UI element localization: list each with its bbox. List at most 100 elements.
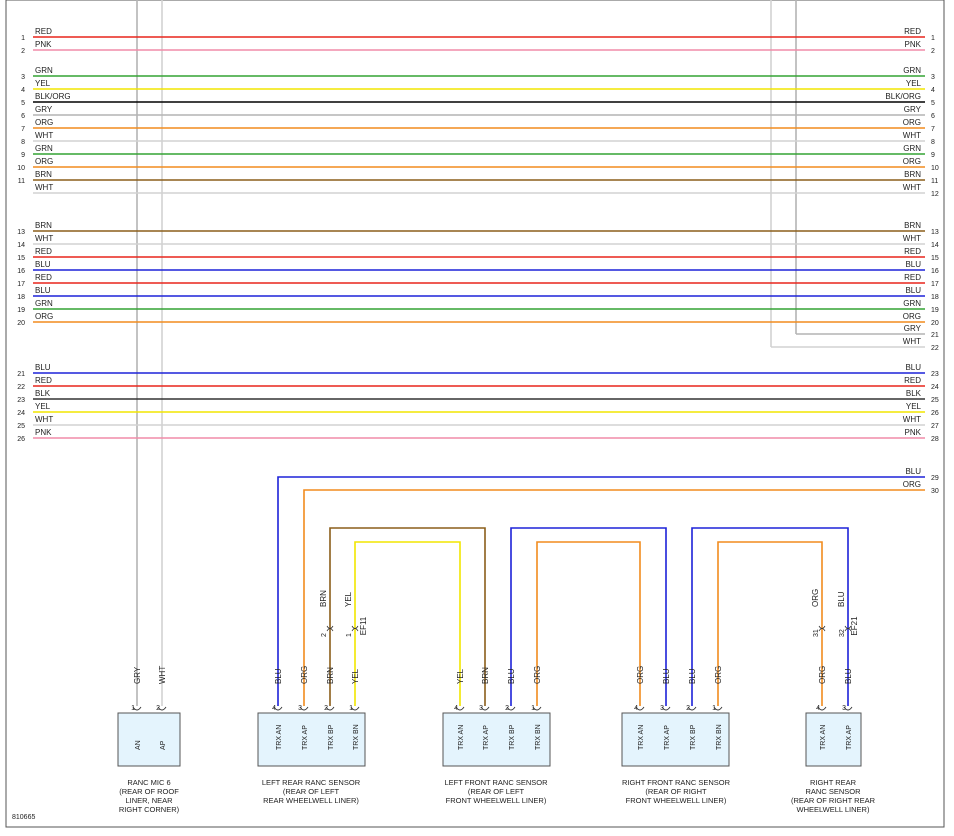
loop-org-wire xyxy=(536,541,641,706)
component-pin-terminal xyxy=(132,706,142,711)
component-pin-label: TRX AP xyxy=(664,725,671,750)
bundle-b-right-pin: 15 xyxy=(931,255,939,262)
extra-right-pin: 22 xyxy=(931,345,939,352)
component-wire-label: BLU xyxy=(662,668,671,684)
diagram-border xyxy=(5,0,945,828)
bundle-b-left-color: GRN xyxy=(35,299,53,308)
component-caption-line: RIGHT REAR xyxy=(810,778,857,787)
component-pin-label: TRX BN xyxy=(535,724,542,750)
component-wire-label: WHT xyxy=(158,666,167,684)
bundle-a-right-pin: 6 xyxy=(931,113,935,120)
component-pin-terminal xyxy=(506,706,516,711)
bundle-b-right-pin: 18 xyxy=(931,294,939,301)
component-caption-line: FRONT WHEELWELL LINER) xyxy=(446,796,547,805)
bundle-a-right-pin: 5 xyxy=(931,100,935,107)
component-caption-line: REAR WHEELWELL LINER) xyxy=(263,796,359,805)
component-caption-line: RANC SENSOR xyxy=(805,787,861,796)
component-pin-label: TRX AN xyxy=(820,725,827,750)
component-pin-label: AP xyxy=(160,740,167,750)
bundle-c-left-color: PNK xyxy=(35,428,52,437)
bundle-a-left-pin: 2 xyxy=(21,48,25,55)
bundle-c-left-pin: 23 xyxy=(17,397,25,404)
component-pin-label: TRX AP xyxy=(846,725,853,750)
extra-right-pin: 21 xyxy=(931,332,939,339)
bundle-b-right-pin: 16 xyxy=(931,268,939,275)
bundle-a-left-pin: 7 xyxy=(21,126,25,133)
bundle-a-left-color: ORG xyxy=(35,157,53,166)
inline-color-label: YEL xyxy=(344,591,353,607)
bundle-b-right-color: ORG xyxy=(903,312,921,321)
bundle-a-left-color: GRN xyxy=(35,66,53,75)
bundle-a-right-pin: 8 xyxy=(931,139,935,146)
bundle-a-right-pin: 11 xyxy=(931,178,938,185)
bundle-b-right-pin: 14 xyxy=(931,242,939,249)
component-mic-box xyxy=(117,712,181,767)
component-caption-line: FRONT WHEELWELL LINER) xyxy=(626,796,727,805)
feed-29-wire xyxy=(277,476,925,706)
component-wire-label: YEL xyxy=(456,668,465,684)
bundle-c-right-color: PNK xyxy=(905,428,922,437)
bundle-a-right-pin: 2 xyxy=(931,48,935,55)
bundle-a-right-pin: 12 xyxy=(931,191,939,198)
bundle-a-left-pin: 5 xyxy=(21,100,25,107)
loop-org2-wire xyxy=(717,541,823,706)
bundle-b-left-color: BRN xyxy=(35,221,52,230)
bundle-a-left-color: GRY xyxy=(35,105,53,114)
bundle-c-left-color: BLK xyxy=(35,389,51,398)
component-pin-number: 1 xyxy=(349,705,353,712)
loop-blu2-wire xyxy=(691,527,849,706)
bundle-a-right-color: WHT xyxy=(903,183,921,192)
component-pin-number: 2 xyxy=(324,705,328,712)
component-wire-label: ORG xyxy=(636,666,645,684)
component-pin-number: 3 xyxy=(660,705,664,712)
bundle-a-left-pin: 8 xyxy=(21,139,25,146)
inline-color-label: ORG xyxy=(811,589,820,607)
component-wire-label: BLU xyxy=(688,668,697,684)
component-caption-line: LEFT FRONT RANC SENSOR xyxy=(444,778,548,787)
bundle-b-right-color: BLU xyxy=(905,286,921,295)
component-pin-terminal xyxy=(687,706,697,711)
wires xyxy=(33,0,925,706)
component-pin-label: TRX BN xyxy=(716,724,723,750)
component-left-rear-box xyxy=(257,712,366,767)
figure-id: 810665 xyxy=(12,814,35,821)
bundle-a-right-pin: 1 xyxy=(931,35,935,42)
bundle-a-right-pin: 4 xyxy=(931,87,935,94)
bundle-c-right-pin: 26 xyxy=(931,410,939,417)
component-wire-label: BRN xyxy=(481,667,490,684)
bundle-b-right-color: GRN xyxy=(903,299,921,308)
bundle-c-right-color: BLK xyxy=(906,389,922,398)
bundle-b-left-pin: 15 xyxy=(17,255,25,262)
feed-30-pin: 30 xyxy=(931,488,939,495)
component-caption-line: WHEELWELL LINER) xyxy=(797,805,870,814)
bundle-a-right-pin: 9 xyxy=(931,152,935,159)
bundle-c-right-color: YEL xyxy=(906,402,922,411)
component-right-rear-box xyxy=(805,712,862,767)
bundle-c-right-pin: 25 xyxy=(931,397,939,404)
bundle-c-right-pin: 28 xyxy=(931,436,939,443)
bundle-a-right-color: BRN xyxy=(904,170,921,179)
bundle-a-right-color: ORG xyxy=(903,118,921,127)
bundle-a-left-pin: 3 xyxy=(21,74,25,81)
bundle-a-left-color: GRN xyxy=(35,144,53,153)
component-pin-number: 2 xyxy=(156,705,160,712)
component-pin-label: TRX AP xyxy=(302,725,309,750)
bundle-a-right-pin: 7 xyxy=(931,126,935,133)
bundle-c-right-pin: 27 xyxy=(931,423,939,430)
bundle-a-left-pin: 11 xyxy=(18,178,25,185)
component-wire-label: BLU xyxy=(507,668,516,684)
component-pin-terminal xyxy=(843,706,853,711)
component-pin-number: 1 xyxy=(131,705,135,712)
component-pin-number: 4 xyxy=(272,705,276,712)
component-caption-line: LINER, NEAR xyxy=(125,796,173,805)
bundle-c-right-color: WHT xyxy=(903,415,921,424)
bundle-c-left-color: WHT xyxy=(35,415,53,424)
component-pin-terminal xyxy=(350,706,360,711)
inline-pin: 2 xyxy=(321,633,328,637)
bundle-c-right-pin: 24 xyxy=(931,384,939,391)
component-pin-number: 1 xyxy=(531,705,535,712)
component-caption-line: (REAR OF ROOF xyxy=(119,787,179,796)
bundle-a-left-color: YEL xyxy=(35,79,51,88)
component-pin-label: TRX BN xyxy=(353,724,360,750)
